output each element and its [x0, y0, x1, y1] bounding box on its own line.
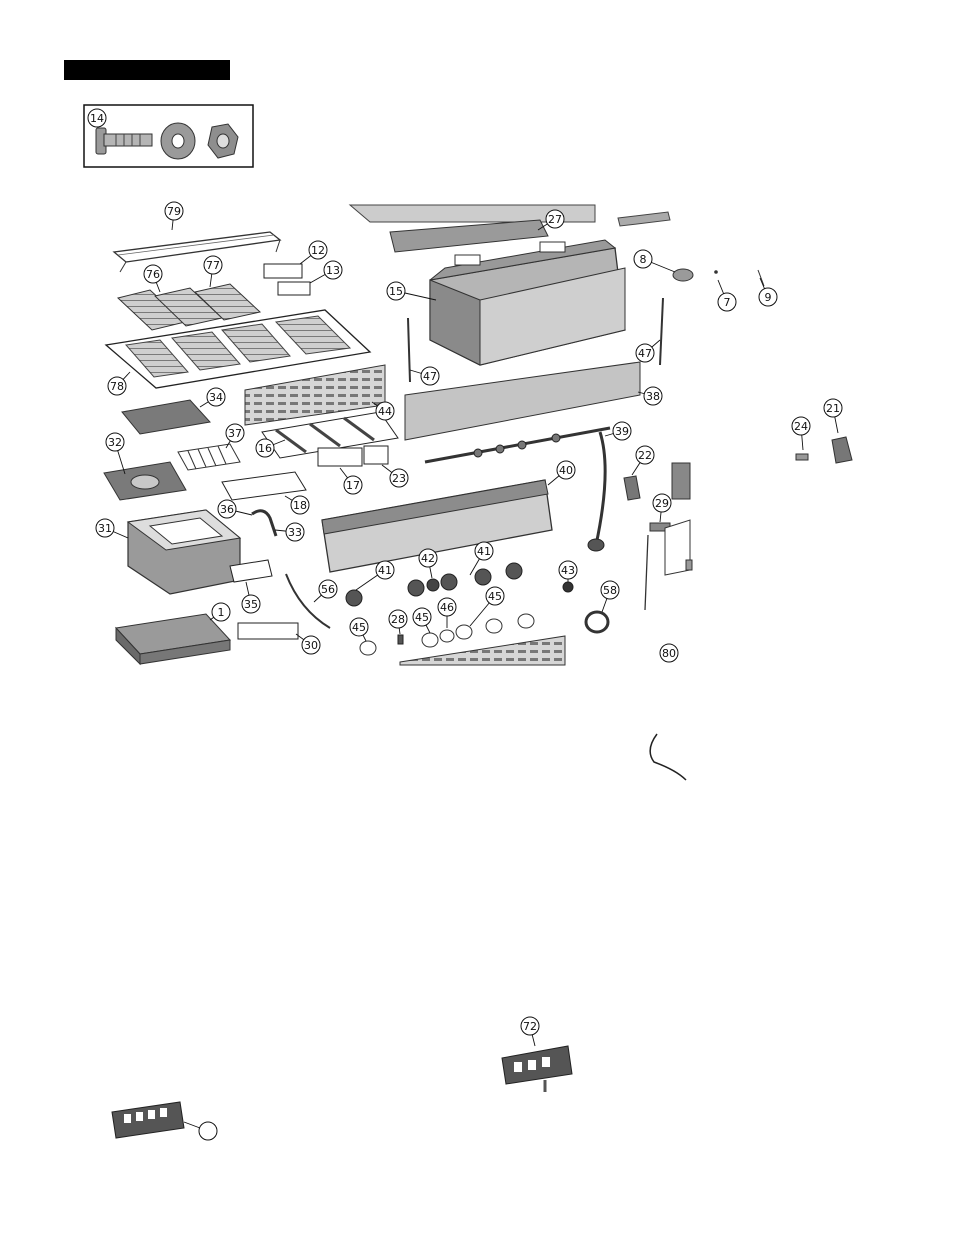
- callout-label-c34: 34: [209, 391, 223, 404]
- callout-label-c9: 9: [765, 291, 772, 304]
- part-7-pin: [714, 270, 718, 274]
- callout-label-c35: 35: [244, 598, 258, 611]
- callout-label-c44: 44: [378, 405, 392, 418]
- callout-label-c23: 23: [392, 472, 406, 485]
- callout-label-c12: 12: [311, 244, 325, 257]
- callout-label-c41a: 41: [378, 564, 392, 577]
- callout-label-c76: 76: [146, 268, 160, 281]
- o-ring-58: [586, 612, 608, 632]
- side-valve-36: [252, 511, 276, 536]
- callout-label-c38: 38: [646, 390, 660, 403]
- side-shelf-34: [122, 400, 210, 434]
- callout-label-c22: 22: [638, 449, 652, 462]
- washer-part: [161, 123, 195, 159]
- part-22: [624, 476, 640, 500]
- callout-label-c47a: 47: [423, 370, 437, 383]
- gas-hose: [650, 734, 686, 780]
- callout-label-c7: 7: [724, 296, 731, 309]
- part-9-pin: [758, 270, 764, 286]
- callout-label-c27: 27: [548, 213, 562, 226]
- callout-label-c14: 14: [90, 112, 104, 125]
- callout-label-c45c: 45: [488, 590, 502, 603]
- heat-shield-27: [390, 220, 548, 252]
- callout-label-c24: 24: [794, 420, 808, 433]
- callout-label-c13: 13: [326, 264, 340, 277]
- callout-label-c16: 16: [258, 442, 272, 455]
- callout-label-c1: 1: [218, 606, 225, 619]
- callout-label-c18: 18: [293, 499, 307, 512]
- cooking-grids: [118, 284, 260, 330]
- rod-47-left: [408, 318, 410, 382]
- bracket-plate-12: [264, 264, 302, 278]
- hardware-inset: [84, 105, 253, 167]
- callout-label-c56: 56: [321, 583, 335, 596]
- callout-label-c72: 72: [523, 1020, 537, 1033]
- callout-bubble: [199, 1122, 217, 1140]
- igniter-bracket-17: [318, 448, 362, 466]
- callout-label-c21: 21: [826, 402, 840, 415]
- callout-label-c78: 78: [110, 380, 124, 393]
- rotisserie-rod: [618, 212, 670, 226]
- callout-label-c45b: 45: [415, 611, 429, 624]
- callout-label-c77: 77: [206, 259, 220, 272]
- callout-label-c28: 28: [391, 613, 405, 626]
- callout-label-c37: 37: [228, 427, 242, 440]
- heat-plate-18: [222, 472, 306, 500]
- warming-rack: [114, 232, 280, 272]
- callout-label-c46: 46: [440, 601, 454, 614]
- callout-label-c39: 39: [615, 425, 629, 438]
- cart-bracket-lower-left: [112, 1102, 184, 1138]
- callout-label-c30: 30: [304, 639, 318, 652]
- side-burner-box-31: [128, 510, 240, 594]
- callout-label-c32: 32: [108, 436, 122, 449]
- part-8-washer: [673, 269, 693, 281]
- callout-label-c80: 80: [662, 647, 676, 660]
- igniter-row-30: [238, 623, 298, 639]
- callout-label-c79: 79: [167, 205, 181, 218]
- callout-label-c42: 42: [421, 552, 435, 565]
- callout-label-c8: 8: [640, 253, 647, 266]
- main-drawing: [104, 205, 852, 665]
- firebox: [430, 240, 625, 365]
- side-burner-pan-32: [104, 462, 186, 500]
- callout-label-c29: 29: [655, 497, 669, 510]
- cart-edge-partial: [672, 463, 690, 499]
- callout-label-c15: 15: [389, 285, 403, 298]
- callout-label-c40: 40: [559, 464, 573, 477]
- callout-label-c17: 17: [346, 479, 360, 492]
- callout-label-c33: 33: [288, 526, 302, 539]
- callout-label-c31: 31: [98, 522, 112, 535]
- callout-label-c47b: 47: [638, 347, 652, 360]
- callout-label-c43: 43: [561, 564, 575, 577]
- callout-label-c36: 36: [220, 503, 234, 516]
- igniter-bracket-23: [364, 446, 388, 464]
- side-grate-37: [178, 444, 240, 470]
- callout-label-c45a: 45: [352, 621, 366, 634]
- callout-label-c41b: 41: [477, 545, 491, 558]
- callout-label-c58: 58: [603, 584, 617, 597]
- part-21: [832, 437, 852, 463]
- cart-bracket-72: [502, 1046, 572, 1092]
- side-shelf-1: [116, 614, 230, 664]
- part-29: [645, 520, 692, 610]
- bracket-plate-13: [278, 282, 310, 295]
- rod-47-right: [660, 298, 663, 365]
- part-24: [796, 454, 808, 460]
